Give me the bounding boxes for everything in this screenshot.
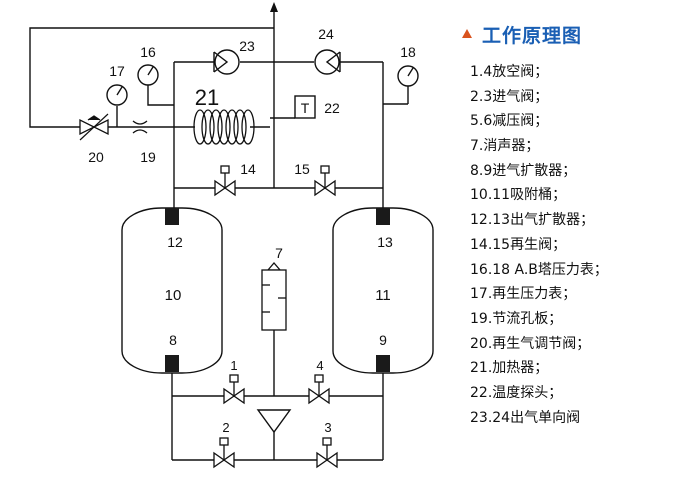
legend-title: 工作原理图	[462, 20, 682, 48]
regen-valve-15	[314, 165, 336, 197]
legend-panel: 工作原理图 1.4放空阀； 2.3进气阀； 5.6减压阀； 7.消声器； 8.9…	[462, 20, 682, 430]
legend-item: 7.消声器；	[470, 138, 540, 155]
label-4: 4	[316, 358, 323, 373]
legend-item: 8.9进气扩散器；	[470, 162, 577, 179]
label-9: 9	[379, 332, 387, 348]
legend-item: 1.4放空阀；	[470, 64, 549, 80]
label-17: 17	[109, 63, 125, 79]
outlet-diffuser-12	[165, 208, 179, 225]
inlet-diffuser-8	[165, 355, 179, 372]
heater-coil-icon	[193, 109, 255, 145]
label-24: 24	[318, 26, 334, 42]
temperature-probe-box	[294, 95, 316, 119]
label-12: 12	[167, 234, 183, 250]
gauge-16-pipe	[147, 84, 174, 106]
legend-list: 1.4放空阀； 2.3进气阀； 5.6减压阀； 7.消声器； 8.9进气扩散器；…	[462, 60, 682, 430]
check-valve-23	[213, 49, 240, 75]
legend-item: 2.3进气阀；	[470, 88, 549, 105]
triangle-marker-icon	[462, 28, 472, 38]
label-10: 10	[165, 287, 182, 304]
label-7: 7	[275, 245, 283, 261]
legend-item: 22.温度探头；	[470, 384, 563, 401]
label-8: 8	[169, 332, 177, 348]
label-22: 22	[324, 100, 340, 116]
outlet-diffuser-13	[376, 208, 390, 225]
outlet-arrow-icon	[270, 2, 278, 12]
legend-item: 23.24出气单向阀	[470, 409, 581, 426]
label-11: 11	[375, 287, 391, 304]
label-3: 3	[324, 420, 331, 435]
gauge-18-icon	[397, 65, 419, 87]
probe-letter: T	[301, 100, 310, 116]
label-21: 21	[195, 85, 219, 110]
label-13: 13	[377, 234, 393, 250]
check-valve-24	[314, 49, 341, 75]
label-14: 14	[240, 161, 256, 177]
regen-valve-14	[214, 165, 236, 197]
label-18: 18	[400, 44, 416, 60]
label-1: 1	[230, 358, 237, 373]
legend-item: 14.15再生阀；	[470, 236, 567, 253]
legend-item: 16.18 A.B塔压力表；	[470, 261, 608, 278]
legend-title-text: 工作原理图	[482, 24, 583, 47]
legend-item: 5.6减压阀；	[470, 113, 549, 130]
regen-adjust-valve-icon	[79, 113, 109, 141]
label-2: 2	[222, 420, 229, 435]
label-16: 16	[140, 44, 156, 60]
gauge-17-icon	[106, 84, 128, 106]
legend-item: 10.11吸附桶；	[470, 187, 567, 204]
vent-valve-1	[223, 374, 245, 405]
label-23: 23	[239, 38, 255, 54]
legend-item: 20.再生气调节阀；	[470, 335, 591, 352]
vent-valve-4	[308, 374, 330, 405]
legend-item: 17.再生压力表；	[470, 286, 577, 303]
intake-valve-3	[316, 437, 338, 469]
silencer-icon	[261, 262, 287, 331]
legend-item: 12.13出气扩散器；	[470, 212, 595, 229]
inlet-diffuser-9	[376, 355, 390, 372]
legend-item: 19.节流孔板；	[470, 310, 563, 327]
intake-funnel	[256, 409, 292, 434]
orifice-plate-icon	[132, 120, 148, 134]
label-19: 19	[140, 149, 156, 165]
intake-valve-2	[213, 437, 235, 469]
label-15: 15	[294, 161, 310, 177]
legend-item: 21.加热器；	[470, 360, 549, 377]
label-20: 20	[88, 149, 104, 165]
gauge-16-icon	[137, 64, 159, 86]
